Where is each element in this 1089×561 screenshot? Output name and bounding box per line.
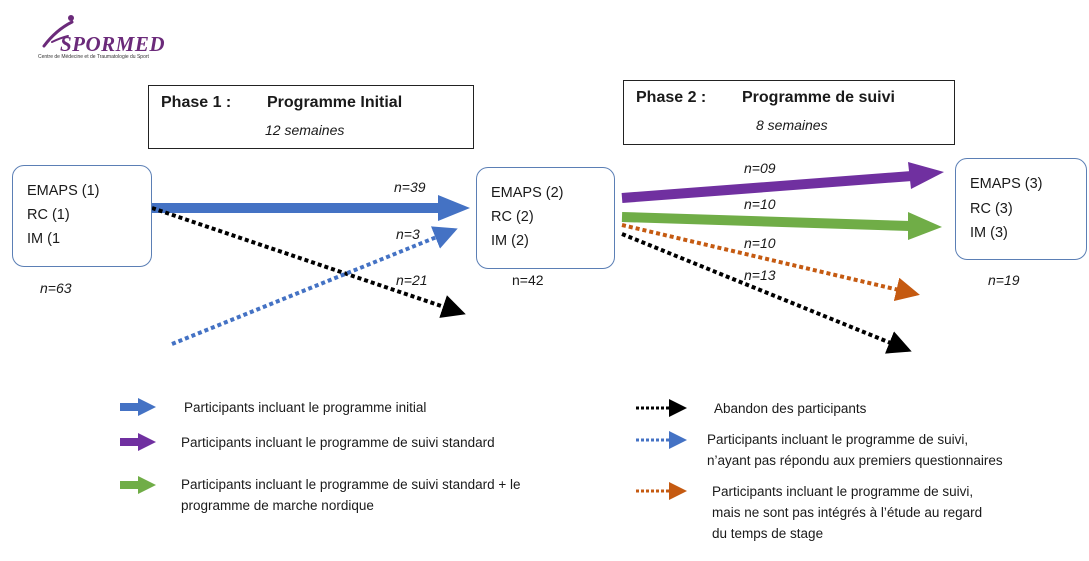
flow-dropout1-count: n=21 bbox=[396, 272, 428, 288]
legend-symbol-nordic bbox=[120, 476, 156, 494]
legend-symbol-standard bbox=[120, 433, 156, 451]
legend-excluded-2: mais ne sont pas intégrés à l’étude au r… bbox=[712, 505, 983, 520]
legend-nordic-1: Participants incluant le programme de su… bbox=[181, 477, 521, 492]
node3-rc: RC (3) bbox=[970, 201, 1013, 217]
phase2-duration: 8 semaines bbox=[756, 117, 828, 133]
node-phase1: EMAPS (2) RC (2) IM (2) bbox=[476, 167, 615, 269]
node1-im: IM (1 bbox=[27, 231, 61, 247]
node2-count: n=42 bbox=[512, 272, 544, 288]
logo-subtitle: Centre de Médecine et de Traumatologie d… bbox=[38, 54, 149, 60]
arrow-initial bbox=[152, 195, 470, 221]
arrow-standard-followup bbox=[621, 162, 944, 203]
legend-excluded-1: Participants incluant le programme de su… bbox=[712, 484, 974, 499]
node2-im: IM (2) bbox=[491, 233, 529, 249]
phase2-label: Phase 2 : bbox=[636, 89, 707, 106]
legend-nordic-2: programme de marche nordique bbox=[181, 498, 374, 513]
node-phase0: EMAPS (1) RC (1) IM (1 bbox=[12, 165, 152, 267]
legend-standard: Participants incluant le programme de su… bbox=[181, 435, 495, 450]
legend-no-answer-1: Participants incluant le programme de su… bbox=[707, 432, 969, 447]
spormed-logo: SPORMED Centre de Médecine et de Traumat… bbox=[38, 12, 188, 62]
phase1-label: Phase 1 : bbox=[161, 94, 232, 111]
node1-emaps: EMAPS (1) bbox=[27, 183, 100, 199]
node1-count: n=63 bbox=[40, 280, 72, 296]
node1-rc: RC (1) bbox=[27, 207, 70, 223]
flow-dropout2-count: n=13 bbox=[744, 267, 776, 283]
node3-count: n=19 bbox=[988, 272, 1020, 288]
phase1-box: Phase 1 : Programme Initial 12 semaines bbox=[148, 85, 474, 149]
flow-late-join-count: n=3 bbox=[396, 226, 420, 242]
flow-excluded-count: n=10 bbox=[744, 235, 776, 251]
node3-im: IM (3) bbox=[970, 225, 1008, 241]
node2-emaps: EMAPS (2) bbox=[491, 185, 564, 201]
node-phase2: EMAPS (3) RC (3) IM (3) bbox=[955, 158, 1087, 260]
node2-rc: RC (2) bbox=[491, 209, 534, 225]
arrow-dropout-phase2 bbox=[621, 232, 912, 354]
arrow-late-join bbox=[171, 226, 458, 346]
phase2-title: Programme de suivi bbox=[742, 89, 895, 106]
logo-name: SPORMED bbox=[60, 32, 166, 56]
legend-no-answer-2: n’ayant pas répondu aux premiers questio… bbox=[707, 453, 1003, 468]
arrow-nordic-walking bbox=[621, 212, 942, 240]
phase2-box: Phase 2 : Programme de suivi 8 semaines bbox=[623, 80, 955, 145]
node3-emaps: EMAPS (3) bbox=[970, 176, 1043, 192]
flow-standard-count: n=09 bbox=[744, 160, 776, 176]
phase1-title: Programme Initial bbox=[267, 94, 403, 111]
arrow-dropout-phase1 bbox=[151, 206, 466, 318]
legend-symbol-initial bbox=[120, 398, 156, 416]
arrow-excluded bbox=[621, 223, 920, 302]
runner-logo-icon bbox=[42, 15, 74, 48]
legend-initial: Participants incluant le programme initi… bbox=[184, 400, 427, 415]
flow-nordic-count: n=10 bbox=[744, 196, 776, 212]
flow-initial-count: n=39 bbox=[394, 179, 426, 195]
phase1-duration: 12 semaines bbox=[265, 122, 345, 138]
legend-dropout: Abandon des participants bbox=[714, 401, 867, 416]
legend-excluded-3: du temps de stage bbox=[712, 526, 824, 541]
